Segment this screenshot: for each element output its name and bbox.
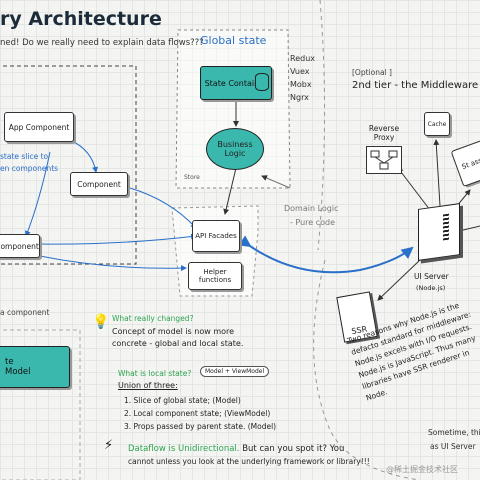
lightbulb-icon: 💡 (92, 314, 110, 330)
component-a-label: Component (77, 179, 121, 189)
lightning-icon: ⚡ (104, 438, 114, 453)
component-box-a: Component (70, 172, 128, 196)
union-heading: Union of three: (118, 381, 178, 390)
flow-icon (370, 150, 398, 170)
dataflow-tail: But can you spot it? You (239, 444, 345, 454)
lib-mobx: Mobx (290, 80, 312, 89)
api-facades-box: API Facades (192, 220, 240, 252)
reverse-proxy-label: Reverse Proxy (368, 124, 400, 142)
ui-server-label: UI Server (414, 272, 449, 281)
global-state-title: Global state (200, 34, 267, 47)
cache-label: Cache (427, 120, 447, 128)
local-model-region (0, 329, 81, 480)
reverse-proxy-icon (366, 146, 402, 174)
component-box-b: Component (0, 234, 40, 258)
as-ui-server-note: as UI Server (430, 442, 476, 451)
teal-line-1: te (5, 357, 14, 367)
local-state-question: What is local state? (118, 369, 192, 378)
domain-logic-label: Domain Logic (284, 204, 339, 213)
server-icon (418, 203, 460, 261)
app-component-box: App Component (4, 112, 74, 142)
state-slice-note-2: en components (0, 164, 59, 173)
middleware-title: 2nd tier - the Middleware (352, 80, 479, 91)
local-state-box: te Model (0, 346, 70, 388)
model-viewmodel-bubble: Model + ViewModel (200, 366, 270, 377)
dataflow-line-1: Dataflow is Unidirectional. But can you … (128, 444, 344, 454)
dataflow-line-2: cannot unless you look at the underlying… (128, 457, 370, 466)
lib-vuex: Vuex (290, 67, 310, 76)
changed-body-2: concrete - global and local state. (112, 339, 244, 348)
cache-box: Cache (424, 112, 450, 136)
dataflow-head: Dataflow is Unidirectional. (128, 444, 240, 454)
static-assets-label: St asse (460, 154, 480, 172)
app-component-label: App Component (8, 122, 70, 132)
helper-functions-box: Helper functions (188, 262, 242, 290)
list-item: 2. Local component state; (ViewModel) (124, 409, 271, 418)
business-logic-label: Business Logic (217, 140, 253, 158)
teal-line-2: Model (5, 367, 31, 377)
component-note: a component (0, 308, 50, 317)
component-b-label: Component (0, 241, 39, 251)
changed-body-1: Concept of model is now more (112, 327, 235, 336)
business-logic-node: Business Logic (206, 128, 264, 170)
changed-question: What really changed? (112, 314, 194, 323)
local-state-list: 1. Slice of global state; (Model) 2. Loc… (124, 394, 276, 433)
page-title: ry Architecture (0, 8, 162, 30)
state-container-label: State Container (204, 78, 268, 88)
helper-functions-label: Helper functions (198, 268, 232, 284)
database-icon (255, 73, 269, 91)
page-subtitle: ned! Do we really need to explain data f… (0, 38, 204, 48)
store-label: Store (184, 174, 200, 181)
sometime-note: Sometime, this (428, 428, 480, 437)
lib-redux: Redux (290, 54, 316, 63)
nodejs-label: (Node.js) (416, 284, 446, 292)
watermark: @稀土掘金技术社区 (386, 465, 458, 474)
list-item: 1. Slice of global state; (Model) (124, 396, 241, 405)
state-libraries: Redux Vuex Mobx Ngrx (290, 52, 315, 104)
lib-ngrx: Ngrx (290, 93, 309, 102)
domain-logic-sub: - Pure code (290, 218, 336, 227)
component-tree-region (0, 65, 137, 265)
state-slice-note: state slice to (0, 152, 49, 161)
api-facades-label: API Facades (195, 232, 237, 240)
optional-label: [Optional ] (352, 68, 392, 77)
list-item: 3. Props passed by parent state. (Model) (124, 422, 277, 431)
